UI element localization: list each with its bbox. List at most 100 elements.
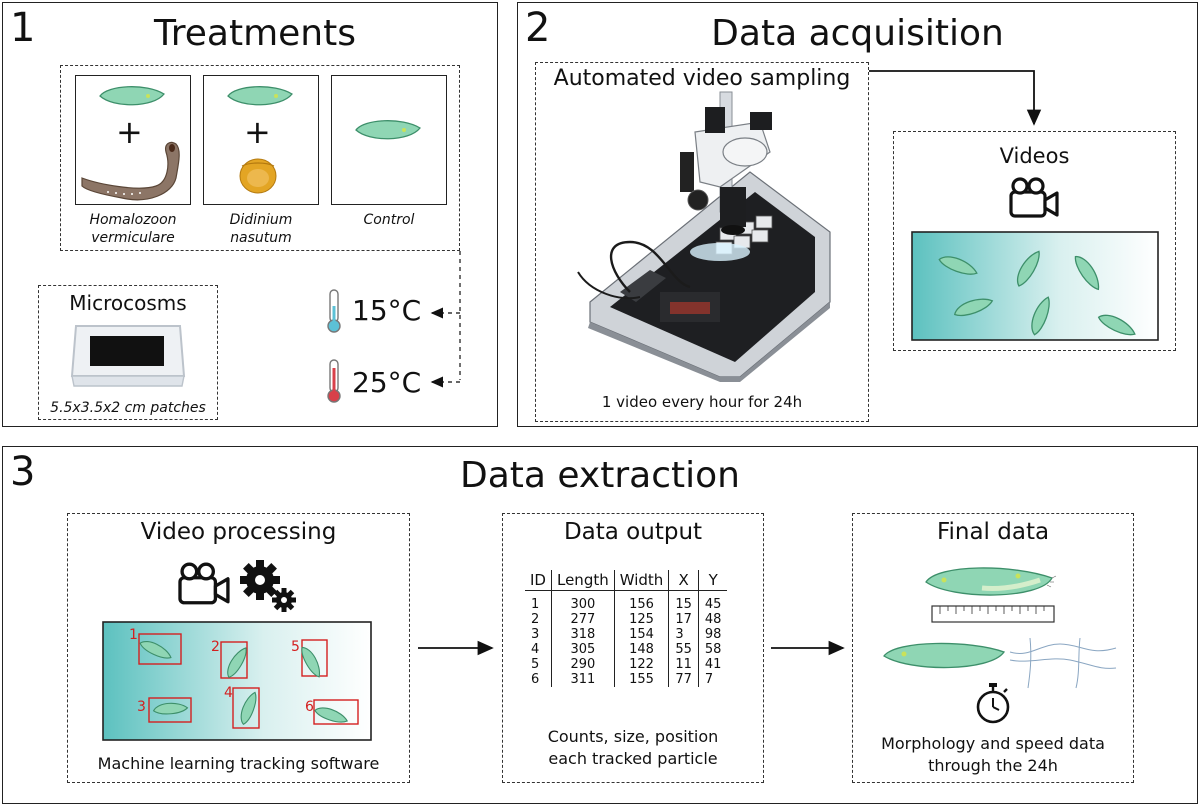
microcosm-patch-illustration: [70, 325, 186, 387]
table-cell: 11: [668, 657, 699, 672]
sampling-label: Automated video sampling: [553, 66, 851, 91]
table-cell: 122: [613, 657, 669, 672]
extraction-arrows: [418, 640, 845, 656]
table-row: 5 290 122 11 41: [525, 657, 728, 672]
temp-25-label: 25°C: [352, 366, 422, 399]
treatment-box-didinium: +: [203, 75, 319, 205]
table-cell: 1: [531, 597, 540, 612]
data-output-group: [502, 513, 764, 783]
table-cell: 45: [697, 590, 728, 612]
table-row: 4 305 148 55 58: [525, 642, 728, 657]
panel-number-3: 3: [10, 449, 36, 495]
table-cell: 148: [613, 642, 669, 657]
tracking-box-label-2: 2: [211, 639, 220, 655]
thermometer-cold-icon: [327, 289, 341, 333]
tracking-box-label-4: 4: [224, 685, 233, 701]
plus-sign: +: [116, 113, 143, 151]
morphology-illustration: [925, 567, 1057, 623]
gear-icon: [240, 560, 296, 612]
table-cell: 7: [697, 672, 728, 687]
panel-title-data-extraction: Data extraction: [460, 455, 740, 496]
table-header-length: Length: [550, 570, 615, 591]
didinium-illustration: [239, 158, 277, 194]
table-cell: 48: [697, 612, 728, 627]
panel-title-data-acquisition: Data acquisition: [711, 13, 1004, 54]
table-row: 2 277 125 17 48: [525, 612, 728, 627]
table-cell: 58: [697, 642, 728, 657]
plus-sign: +: [244, 113, 271, 151]
table-cell: 318: [550, 627, 615, 642]
table-cell: 55: [668, 642, 699, 657]
table-cell: 4: [531, 642, 540, 657]
panel-number-2: 2: [525, 5, 551, 51]
treatment-label-homalozoon-1: Homalozoon: [89, 212, 177, 228]
table-cell: 98: [697, 627, 728, 642]
final-data-note-2: through the 24h: [928, 756, 1058, 775]
paramecium-cell-illustration: [99, 86, 165, 106]
paramecium-cell-illustration: [227, 86, 293, 106]
final-data-label: Final data: [936, 519, 1050, 545]
tracking-box-label-1: 1: [129, 627, 138, 643]
treatment-box-control: [331, 75, 447, 205]
table-cell: 290: [550, 657, 615, 672]
table-header-width: Width: [613, 570, 669, 591]
temperature-connector-arrows: [430, 251, 461, 388]
treatment-label-didinium-1: Didinium: [229, 212, 293, 228]
table-row: 3 318 154 3 98: [525, 627, 728, 642]
tracking-frame-background: [102, 621, 372, 741]
tracking-box-label-6: 6: [305, 699, 314, 715]
table-cell: 311: [550, 672, 615, 687]
panel-data-acquisition: [517, 2, 1198, 427]
tracking-box-label-5: 5: [291, 639, 300, 655]
video-camera-icon: [1009, 177, 1059, 218]
table-cell: 77: [668, 672, 699, 687]
video-processing-note: Machine learning tracking software: [97, 754, 380, 773]
table-cell: 154: [613, 627, 669, 642]
microcosms-group: [38, 285, 218, 420]
speed-trajectory-illustration: [883, 637, 1117, 689]
panel-number-1: 1: [10, 5, 36, 51]
table-cell: 15: [668, 590, 699, 612]
treatments-group: [60, 65, 460, 251]
patch-size-label: 5.5x3.5x2 cm patches: [50, 400, 206, 416]
video-frame-illustration: [911, 231, 1159, 341]
panel-treatments: [2, 2, 498, 427]
acquisition-arrow: [869, 70, 1042, 126]
video-processing-group: [67, 513, 410, 783]
table-cell: 277: [550, 612, 615, 627]
panel-title-treatments: Treatments: [154, 13, 356, 54]
table-cell: 305: [550, 642, 615, 657]
table-cell: 41: [697, 657, 728, 672]
table-cell: 3: [668, 627, 699, 642]
data-output-note-2: each tracked particle: [548, 749, 718, 768]
thermometer-hot-icon: [327, 359, 341, 403]
table-header-id: ID: [525, 570, 552, 591]
table-cell: 3: [531, 627, 540, 642]
table-row: 6 311 155 77 7: [525, 672, 728, 687]
sampling-note: 1 video every hour for 24h: [601, 393, 803, 411]
videos-label: Videos: [999, 144, 1070, 168]
table-cell: 6: [531, 672, 540, 687]
table-row: 1 300 156 15 45: [525, 590, 728, 612]
treatment-label-homalozoon-2: vermiculare: [91, 230, 175, 246]
sampling-group: [535, 62, 869, 422]
tracking-frame: 1 2 5 3 4 6: [102, 621, 372, 741]
stopwatch-icon: [976, 683, 1010, 724]
table-cell: 5: [531, 657, 540, 672]
microscope-rig-illustration: [577, 91, 831, 382]
table-cell: 17: [668, 612, 699, 627]
treatment-label-control: Control: [363, 212, 415, 228]
panel-data-extraction: [2, 446, 1198, 804]
tracking-box-label-3: 3: [137, 699, 146, 715]
homalozoon-illustration: [81, 141, 180, 201]
table-cell: 155: [613, 672, 669, 687]
videos-group: [893, 131, 1176, 351]
final-data-note-1: Morphology and speed data: [881, 734, 1105, 753]
table-header-x: X: [668, 570, 699, 591]
treatment-label-didinium-2: nasutum: [230, 230, 292, 246]
table-header-y: Y: [697, 570, 728, 591]
temp-15-label: 15°C: [352, 294, 422, 327]
data-output-note-1: Counts, size, position: [547, 727, 719, 746]
video-processing-label: Video processing: [140, 519, 337, 545]
table-cell: 300: [550, 590, 615, 612]
